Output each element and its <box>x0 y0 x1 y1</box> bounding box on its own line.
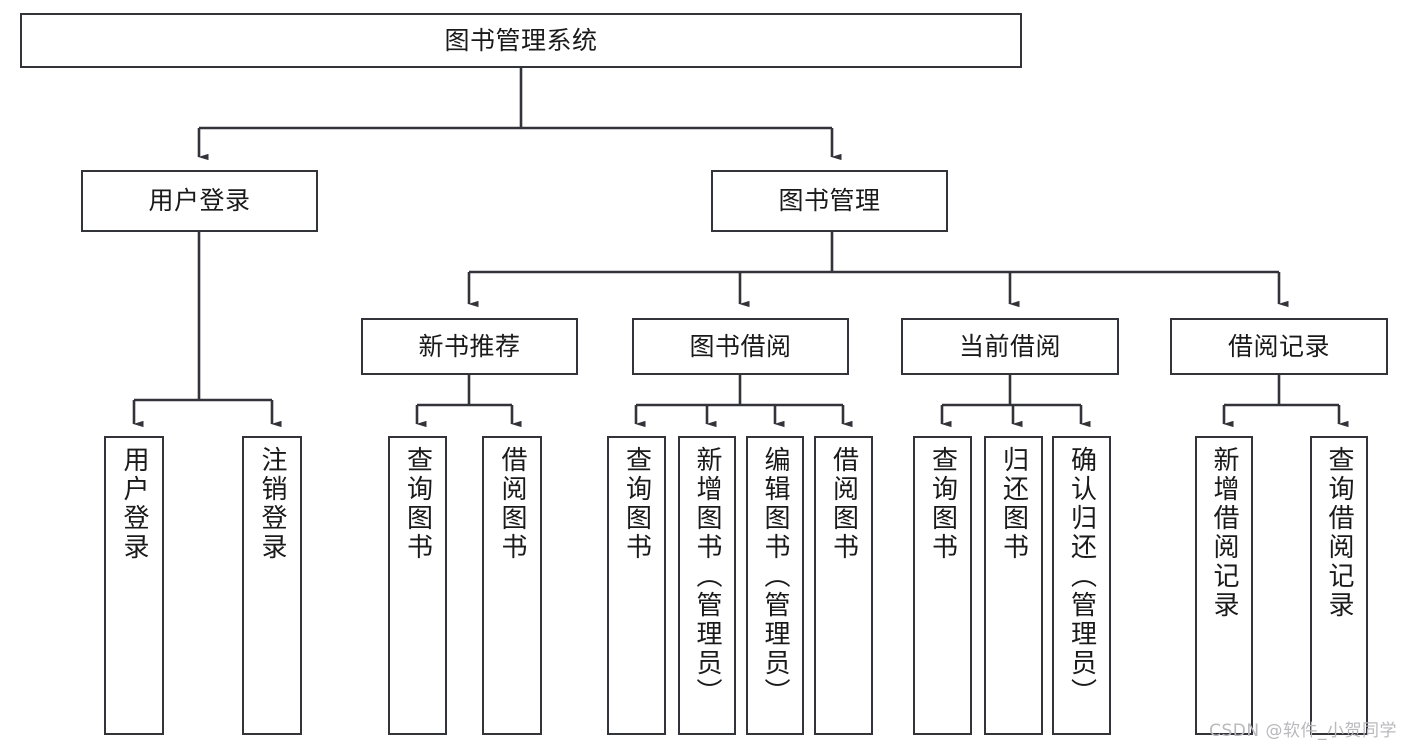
node-book-manage[interactable]: 图书管理 <box>711 170 948 232</box>
node-label: 当前借阅 <box>958 331 1061 361</box>
node-leaf-query-book-1[interactable]: 查询图书 <box>388 436 447 735</box>
node-leaf-user-login[interactable]: 用户登录 <box>104 436 164 735</box>
node-label: 借阅记录 <box>1227 331 1330 361</box>
node-label: 新增借阅记录 <box>1209 446 1239 620</box>
node-label: 用户登录 <box>119 446 149 562</box>
node-label: 借阅图书 <box>497 446 527 562</box>
node-label: 新增图书（管理员） <box>692 446 722 707</box>
node-label: 确认归还（管理员） <box>1066 446 1097 707</box>
node-leaf-logout-login[interactable]: 注销登录 <box>242 436 302 735</box>
node-label: 归还图书 <box>998 446 1029 562</box>
node-leaf-return-book[interactable]: 归还图书 <box>984 436 1043 735</box>
node-leaf-borrow-book-1[interactable]: 借阅图书 <box>482 436 542 735</box>
node-label: 新书推荐 <box>418 331 521 361</box>
node-label: 注销登录 <box>257 446 287 562</box>
node-leaf-add-book[interactable]: 新增图书（管理员） <box>678 436 736 735</box>
node-leaf-add-record[interactable]: 新增借阅记录 <box>1195 436 1253 735</box>
node-label: 查询图书 <box>402 446 433 562</box>
node-label: 查询图书 <box>927 446 958 562</box>
node-label: 用户登录 <box>148 186 251 216</box>
node-leaf-edit-book[interactable]: 编辑图书（管理员） <box>746 436 804 735</box>
node-label: 查询借阅记录 <box>1324 446 1354 620</box>
node-leaf-confirm-return[interactable]: 确认归还（管理员） <box>1052 436 1111 735</box>
node-label: 编辑图书（管理员） <box>760 446 790 707</box>
node-leaf-query-book-2[interactable]: 查询图书 <box>607 436 666 735</box>
node-current-borrow[interactable]: 当前借阅 <box>901 318 1119 375</box>
node-leaf-borrow-book-2[interactable]: 借阅图书 <box>814 436 873 735</box>
node-root-book-management-system[interactable]: 图书管理系统 <box>20 13 1022 68</box>
node-book-borrow[interactable]: 图书借阅 <box>632 318 849 375</box>
node-label: 查询图书 <box>621 446 652 562</box>
watermark: CSDN @软件_小贺同学 <box>1209 721 1397 741</box>
node-label: 图书管理 <box>778 186 881 216</box>
node-leaf-query-book-3[interactable]: 查询图书 <box>913 436 972 735</box>
node-label: 借阅图书 <box>828 446 859 562</box>
node-user-login[interactable]: 用户登录 <box>81 170 318 232</box>
node-borrow-record[interactable]: 借阅记录 <box>1170 318 1388 375</box>
node-leaf-query-record[interactable]: 查询借阅记录 <box>1310 436 1368 735</box>
node-label: 图书借阅 <box>689 331 792 361</box>
node-new-book-recommend[interactable]: 新书推荐 <box>361 318 578 375</box>
node-label: 图书管理系统 <box>444 25 598 55</box>
